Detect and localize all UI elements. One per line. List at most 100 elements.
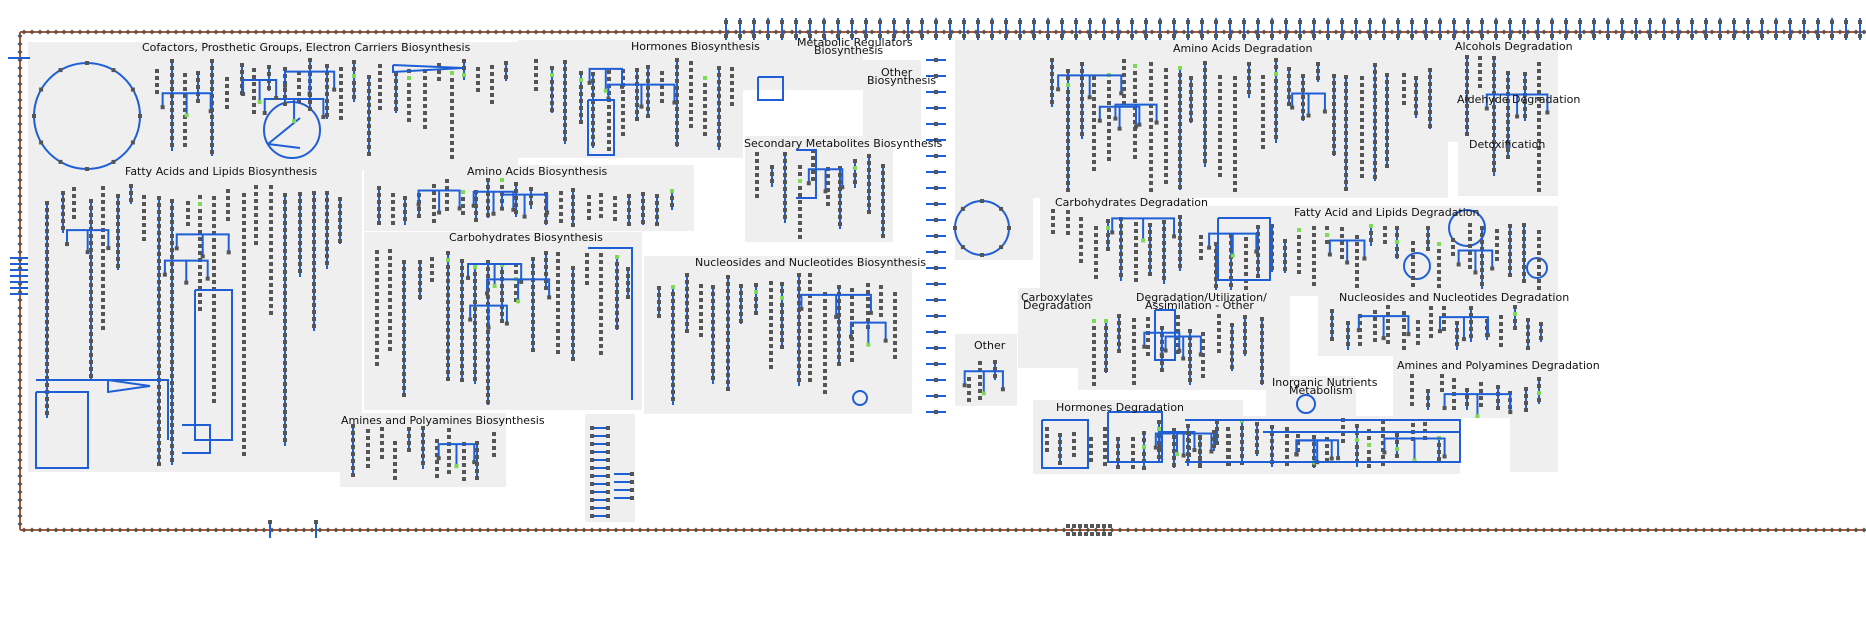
node [866, 304, 870, 308]
node [1410, 395, 1414, 399]
node [474, 211, 478, 215]
node [685, 322, 689, 326]
node [254, 227, 258, 231]
node [1274, 79, 1278, 83]
node [500, 185, 504, 189]
node [1243, 350, 1247, 354]
node [590, 466, 594, 470]
node [1442, 327, 1446, 331]
node [1060, 20, 1064, 24]
border-node [18, 178, 23, 183]
carbohydrates-biosynthesis-title: Carbohydrates Biosynthesis [449, 232, 603, 243]
node [312, 219, 316, 223]
node [717, 108, 721, 112]
node [1830, 34, 1834, 38]
node [1178, 94, 1182, 98]
node [1092, 368, 1096, 372]
node [1402, 332, 1406, 336]
node [780, 338, 784, 342]
node [1426, 247, 1430, 251]
node [934, 346, 938, 350]
node [1732, 34, 1736, 38]
node [685, 301, 689, 305]
node [867, 154, 871, 158]
node [1178, 236, 1182, 240]
node [298, 248, 302, 252]
border-node [1462, 30, 1467, 35]
node [571, 301, 575, 305]
node [879, 306, 883, 310]
node [61, 191, 65, 195]
node [1373, 331, 1377, 335]
node [1172, 463, 1176, 467]
node [703, 125, 707, 129]
node [783, 208, 787, 212]
node [808, 301, 812, 305]
node [39, 88, 43, 92]
node [170, 423, 174, 427]
node [826, 202, 830, 206]
node [437, 211, 441, 215]
node [298, 213, 302, 217]
node [1381, 434, 1385, 438]
node [1360, 90, 1364, 94]
node [1217, 328, 1221, 332]
pathway-line [758, 77, 783, 100]
node [1118, 127, 1122, 131]
node [606, 514, 610, 518]
node [934, 106, 938, 110]
node [380, 434, 384, 438]
node [325, 205, 329, 209]
node [646, 65, 650, 69]
node [798, 214, 802, 218]
node [823, 390, 827, 394]
node [559, 205, 563, 209]
border-node [1254, 528, 1259, 533]
node [1186, 452, 1190, 456]
border-node [1806, 30, 1811, 35]
highlight-node [446, 258, 450, 262]
node [615, 304, 619, 308]
node [1373, 112, 1377, 116]
node [476, 88, 480, 92]
node [170, 402, 174, 406]
node [630, 472, 634, 476]
amino-acids-biosynthesis-title: Amino Acids Biosynthesis [467, 166, 607, 177]
node [1373, 140, 1377, 144]
node [978, 382, 982, 386]
node [101, 298, 105, 302]
border-node [486, 30, 491, 35]
node [1060, 34, 1064, 38]
node [1078, 532, 1082, 536]
node [1122, 66, 1126, 70]
node [89, 367, 93, 371]
border-node [1278, 528, 1283, 533]
node [1373, 175, 1377, 179]
node [607, 133, 611, 137]
highlight-node [1092, 319, 1096, 323]
node [157, 413, 161, 417]
node [1230, 358, 1234, 362]
node [116, 208, 120, 212]
node [1506, 120, 1510, 124]
node [1788, 20, 1792, 24]
node [1326, 20, 1330, 24]
node [45, 383, 49, 387]
node [529, 201, 533, 205]
node [375, 250, 379, 254]
border-node [18, 506, 23, 511]
node [269, 220, 273, 224]
node [1341, 425, 1345, 429]
node [89, 290, 93, 294]
node [283, 424, 287, 428]
node [155, 83, 159, 87]
node [1148, 251, 1152, 255]
border-node [78, 528, 83, 533]
node [407, 118, 411, 122]
node [1537, 398, 1541, 402]
node [447, 435, 451, 439]
node [1233, 111, 1237, 115]
node [726, 359, 730, 363]
node [1242, 34, 1246, 38]
border-node [1758, 528, 1763, 533]
